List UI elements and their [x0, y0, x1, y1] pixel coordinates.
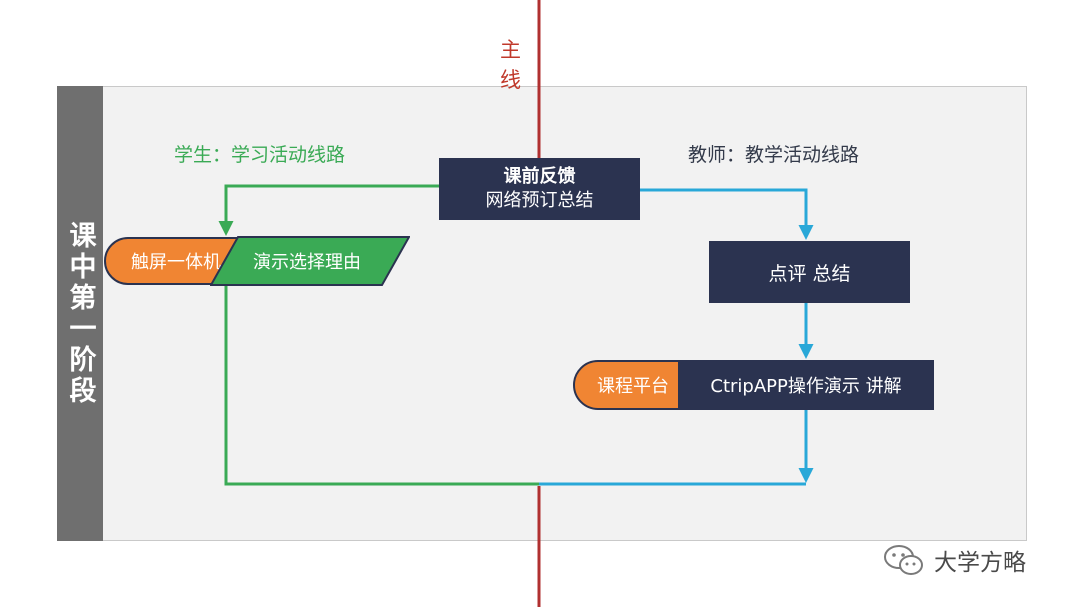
feedback-title: 课前反馈: [503, 166, 576, 187]
touch-screen-label: 触屏一体机: [131, 252, 221, 273]
ctrip-demo-node: CtripAPP操作演示 讲解: [678, 360, 934, 410]
feedback-subtitle: 网络预订总结: [485, 190, 594, 211]
teacher-route-line: [640, 188, 814, 240]
wechat-icon: [884, 545, 923, 575]
student-route-line: [218, 184, 439, 236]
feedback-node: 课前反馈 网络预订总结: [439, 158, 640, 220]
ctrip-demo-label: CtripAPP操作演示 讲解: [710, 376, 902, 397]
course-platform-node: 课程平台: [573, 360, 693, 410]
course-platform-label: 课程平台: [597, 376, 669, 397]
student-route-label: 学生：学习活动线路: [174, 144, 346, 166]
review-label: 点评 总结: [768, 262, 851, 285]
teacher-route-label: 教师：教学活动线路: [688, 144, 860, 166]
phase-sidebar: 课中第一阶段: [57, 86, 103, 541]
phase-label: 课中第一阶段: [64, 220, 96, 407]
watermark: 大学方略: [882, 542, 1026, 578]
demo-reason-node: 演示选择理由: [232, 236, 382, 286]
demo-reason-shape: [210, 236, 410, 286]
main-line-label: 主 线: [500, 38, 541, 92]
demo-reason-label: 演示选择理由: [253, 252, 361, 273]
watermark-text: 大学方略: [934, 550, 1026, 576]
student-route-down: [224, 286, 539, 486]
review-node: 点评 总结: [709, 241, 910, 303]
